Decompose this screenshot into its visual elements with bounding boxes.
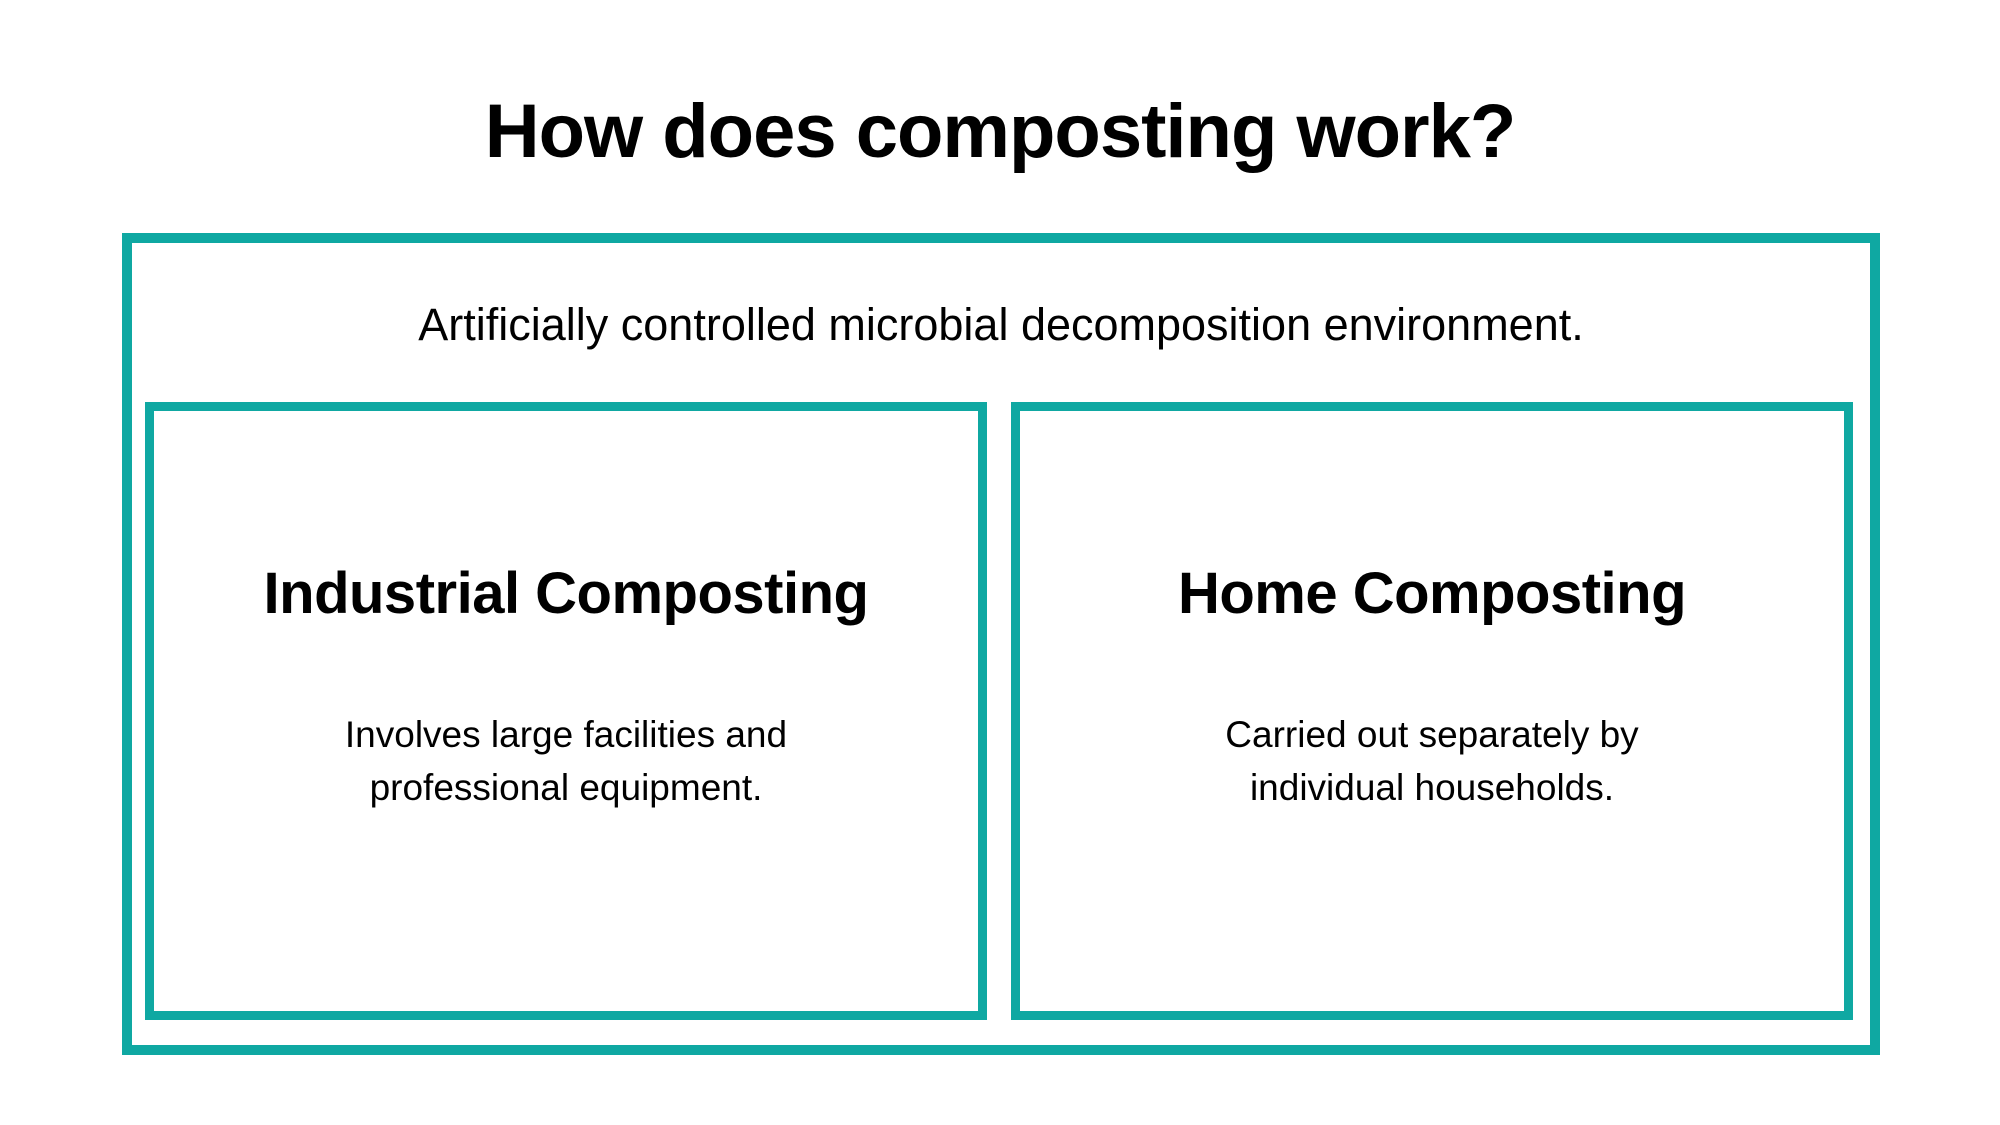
home-composting-description: Carried out separately by individual hou… bbox=[1225, 713, 1639, 809]
overview-description: Artificially controlled microbial decomp… bbox=[418, 299, 1584, 350]
composting-types-row: Industrial Composting Involves large fac… bbox=[145, 402, 1853, 1020]
card-home-composting: Home Composting Carried out separately b… bbox=[1011, 402, 1853, 1020]
industrial-composting-description: Involves large facilities and profession… bbox=[344, 713, 788, 809]
composting-overview-box: Artificially controlled microbial decomp… bbox=[122, 233, 1880, 1055]
home-composting-heading: Home Composting bbox=[1177, 561, 1687, 626]
industrial-composting-heading: Industrial Composting bbox=[263, 561, 869, 626]
card-industrial-composting: Industrial Composting Involves large fac… bbox=[145, 402, 987, 1020]
page-title: How does composting work? bbox=[484, 89, 1517, 174]
